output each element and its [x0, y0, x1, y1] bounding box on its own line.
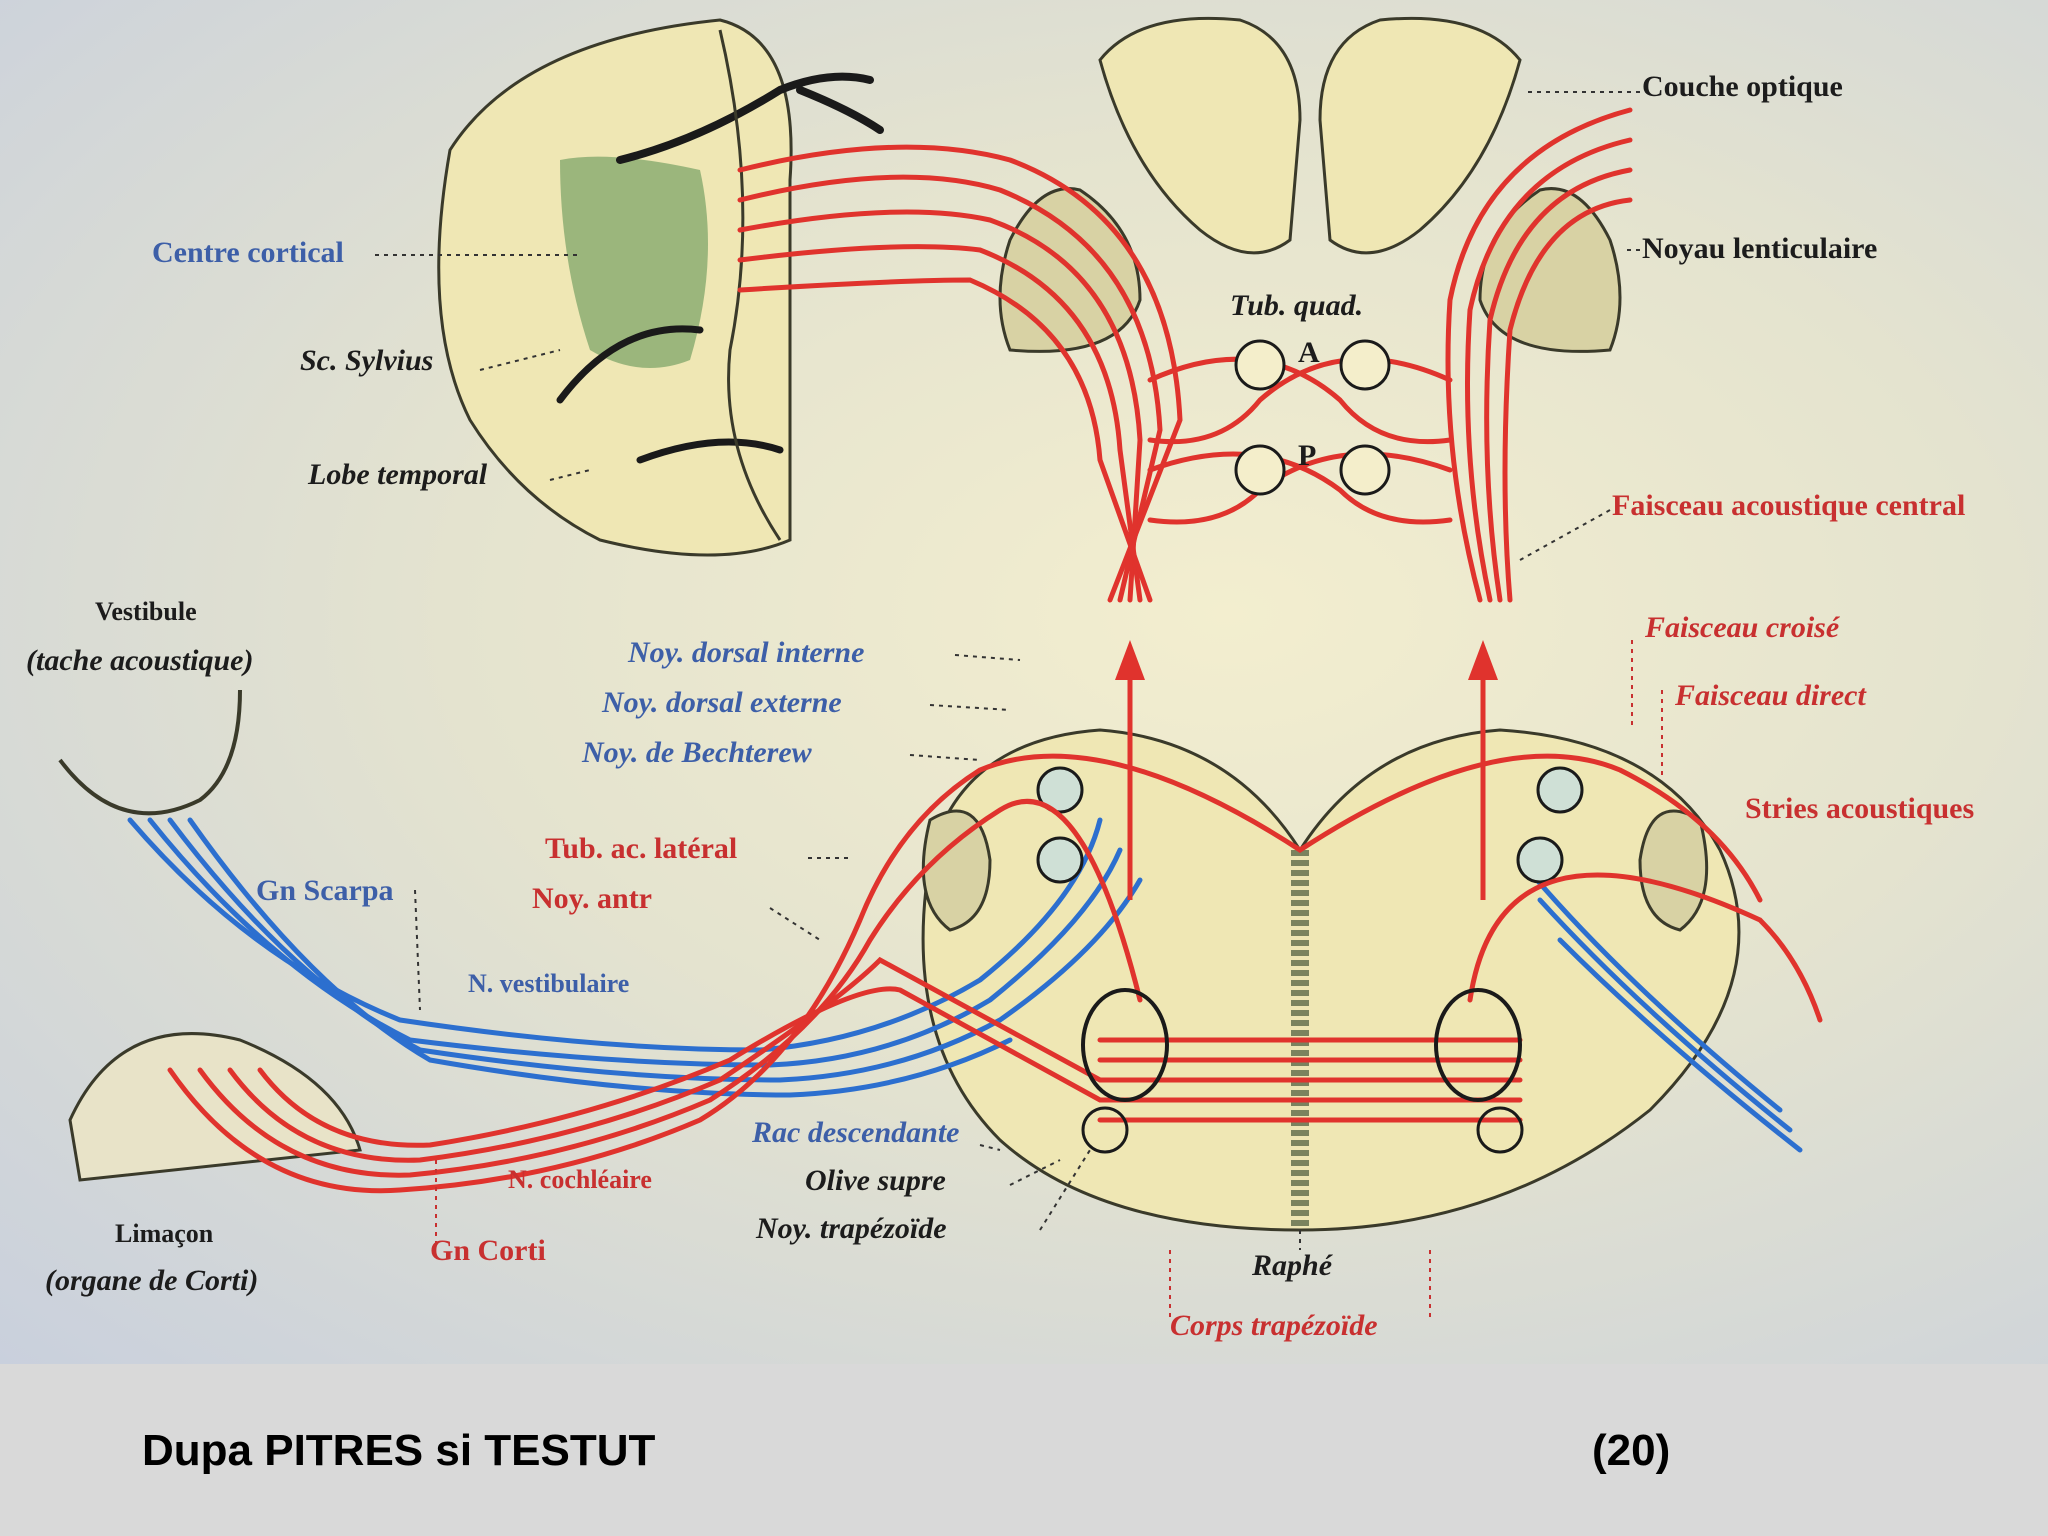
- label-noy-dorsal-interne: Noy. dorsal interne: [627, 636, 864, 669]
- label-stries-acoustiques: Stries acoustiques: [1745, 792, 1974, 825]
- label-olive-sup: Olive supre: [805, 1164, 946, 1197]
- temporal-lobe-drawing: [437, 18, 884, 557]
- label-noy-dorsal-externe: Noy. dorsal externe: [601, 686, 842, 719]
- label-faisceau-acoustique-central: Faisceau acoustique central: [1612, 489, 1965, 522]
- label-letter-p: P: [1298, 439, 1316, 472]
- label-n-vestibulaire: N. vestibulaire: [468, 969, 629, 998]
- label-limacon: Limaçon: [115, 1219, 214, 1248]
- label-noy-de-bechterew: Noy. de Bechterew: [581, 736, 813, 769]
- label-tub-ac-lateral: Tub. ac. latéral: [545, 832, 737, 865]
- source-credit: Dupa PITRES si TESTUT: [142, 1426, 656, 1475]
- label-noyau-lenticulaire: Noyau lenticulaire: [1642, 232, 1877, 265]
- label-tache-acoustique: (tache acoustique): [26, 644, 253, 677]
- label-couche-optique: Couche optique: [1642, 70, 1843, 103]
- page-number: (20): [1592, 1426, 1671, 1475]
- label-vestibule: Vestibule: [95, 597, 197, 626]
- central-acoustic-tract: [737, 107, 1633, 603]
- label-faisceau-croise: Faisceau croisé: [1644, 611, 1841, 644]
- auditory-pathway-diagram: Couche optique Centre cortical Noyau len…: [26, 16, 1974, 1342]
- auditory-pathway-plate: Couche optique Centre cortical Noyau len…: [0, 0, 2048, 1364]
- label-raphe: Raphé: [1251, 1249, 1334, 1282]
- label-noy-ant: Noy. antr: [532, 882, 652, 915]
- slide-footer: Dupa PITRES si TESTUT (20): [0, 1364, 2048, 1536]
- leader-lines: [375, 91, 1663, 1320]
- label-g-scarpa: Gn Scarpa: [256, 874, 394, 907]
- label-noy-trapezoide: Noy. trapézoïde: [755, 1212, 947, 1245]
- tub-quad-nuclei: [1234, 339, 1391, 496]
- label-n-cochleaire: N. cochléaire: [508, 1165, 652, 1194]
- label-tub-quad: Tub. quad.: [1230, 289, 1363, 322]
- couche-optique-drawing: [998, 16, 1622, 353]
- cochlear-pathway: [68, 640, 1823, 1194]
- label-organe-de-corti: (organe de Corti): [45, 1264, 258, 1297]
- label-sc-sylvius: Sc. Sylvius: [300, 344, 433, 377]
- label-lobe-temporal: Lobe temporal: [307, 458, 488, 491]
- label-centre-cortical: Centre cortical: [152, 236, 344, 269]
- label-faisceau-direct: Faisceau direct: [1674, 679, 1867, 712]
- label-letter-a: A: [1298, 336, 1320, 369]
- label-g-corti: Gn Corti: [430, 1234, 546, 1267]
- label-corps-trapezoide: Corps trapézoïde: [1170, 1309, 1378, 1342]
- label-rac-descendante: Rac descendante: [751, 1116, 959, 1149]
